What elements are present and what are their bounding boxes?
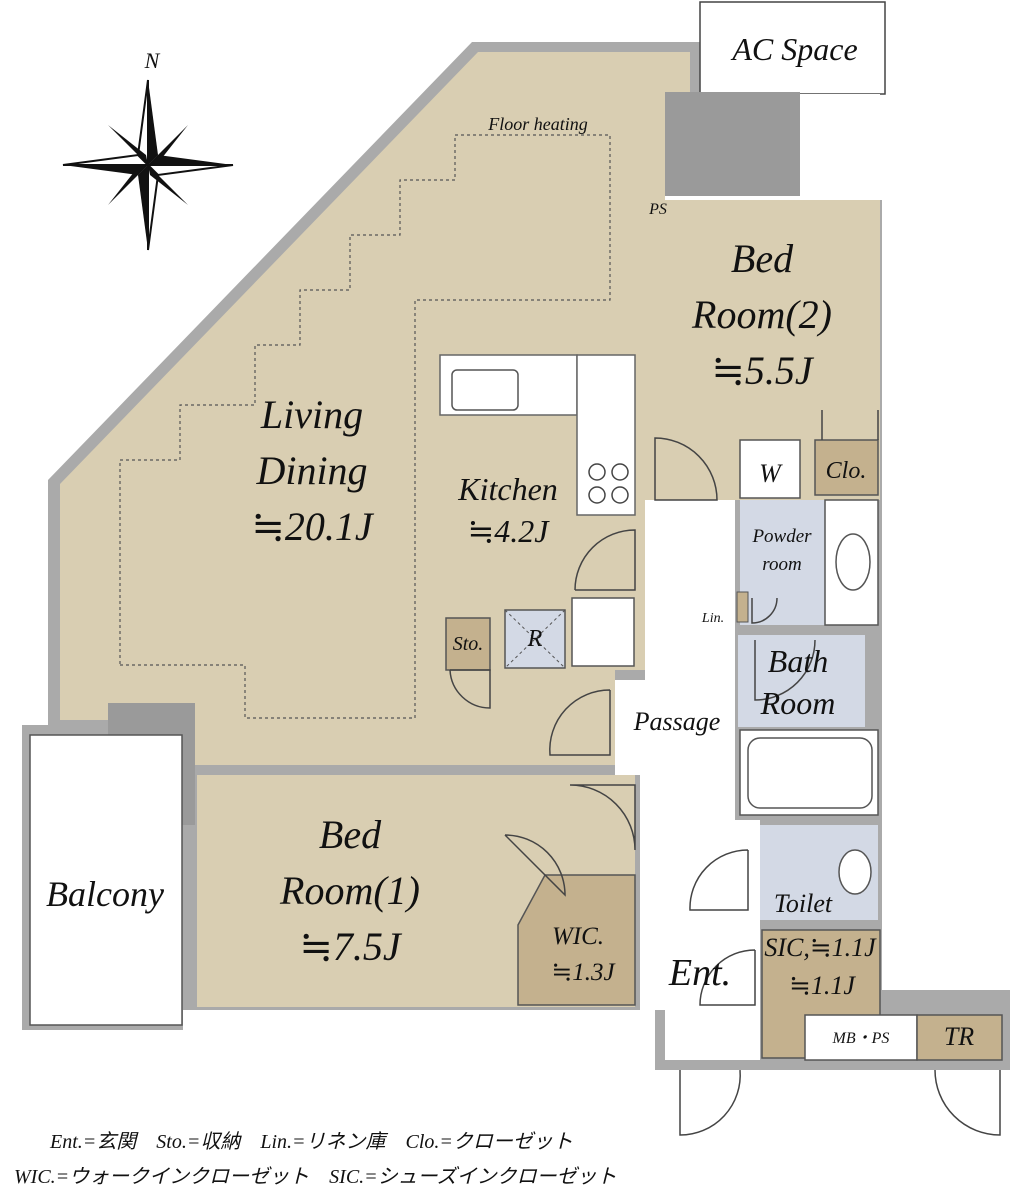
clo-box — [814, 439, 879, 496]
entrance-door — [934, 1069, 1001, 1136]
vanity — [824, 499, 879, 626]
legend-line-2: WIC.=ウォークインクローゼット SIC.=シューズインクローゼット — [14, 1166, 617, 1188]
bathroom-floor — [738, 635, 865, 727]
linen-box — [736, 591, 749, 623]
sic-label: SIC,≒1.1J — [764, 933, 877, 962]
stove-burner — [611, 486, 629, 504]
ac-space-lower — [800, 94, 880, 194]
tr-box — [916, 1014, 1003, 1061]
toilet-label: Toilet — [774, 889, 833, 918]
toilet-bowl — [838, 849, 872, 895]
bathtub-inner — [747, 737, 873, 809]
stove-burner — [611, 463, 629, 481]
living-name: Living — [260, 392, 363, 437]
door-swing — [574, 529, 636, 591]
entrance-label: Ent. — [668, 952, 731, 994]
door-swing — [699, 949, 756, 1006]
kitchen-name: Kitchen — [457, 471, 558, 507]
fridge-diagonal — [504, 609, 566, 669]
door-swing — [821, 410, 879, 440]
basin — [835, 533, 871, 591]
legend-line-1: Ent.=玄関 Sto.=収納 Lin.=リネン庫 Clo.=クローゼット — [50, 1131, 573, 1153]
balcony-label: Balcony — [46, 874, 164, 914]
mbps-label: MB・PS — [832, 1030, 890, 1047]
entrance-door — [679, 1069, 741, 1136]
wic-area: ≒1.3J — [551, 959, 616, 986]
linen-label: Lin. — [701, 611, 724, 626]
living-dining-floor — [60, 52, 690, 765]
wic-label: WIC. — [552, 923, 604, 950]
kitchen-counter-side — [576, 354, 636, 516]
wic-box — [517, 874, 636, 1006]
ac-space-label: AC Space — [730, 31, 857, 67]
ps-label: PS — [648, 201, 667, 218]
living-area: ≒20.1J — [251, 504, 375, 549]
compass: N — [62, 48, 234, 251]
tr-label: TR — [944, 1022, 974, 1051]
door-swing — [549, 689, 611, 756]
door-swing — [449, 669, 491, 709]
washer-area — [739, 439, 801, 499]
bedroom2-area: ≒5.5J — [711, 348, 815, 393]
bedroom1-name: Room(1) — [279, 868, 420, 913]
door-swing — [504, 834, 566, 897]
door-swing — [689, 849, 749, 911]
bathroom-name: Room — [760, 685, 836, 721]
stove-burner — [588, 463, 606, 481]
washer-label: W — [759, 459, 783, 488]
bedroom2-name: Bed — [731, 236, 794, 281]
powder-room-label: Powder — [751, 526, 812, 547]
floor-heating-label: Floor heating — [487, 114, 588, 134]
door-swing — [751, 597, 778, 624]
door-swing — [754, 639, 816, 701]
door-swing — [569, 784, 636, 851]
fridge-diagonal — [504, 609, 566, 669]
sink — [451, 369, 519, 411]
passage-label: Passage — [633, 707, 721, 736]
floor-heating-outline — [119, 134, 611, 719]
stove-burner — [588, 486, 606, 504]
door-swing — [654, 437, 718, 501]
pantry-box — [571, 597, 635, 667]
passage-floor — [615, 500, 760, 1060]
balcony-area — [29, 734, 183, 1026]
sto-label: Sto. — [453, 633, 484, 655]
living-name: Dining — [255, 448, 367, 493]
bathroom-name: Bath — [768, 643, 828, 679]
powder-room-label: room — [762, 554, 801, 575]
mbps-box — [804, 1014, 918, 1061]
bedroom1-area: ≒7.5J — [299, 924, 403, 969]
sic-area: ≒1.1J — [789, 971, 856, 1000]
powder-room-floor — [740, 500, 825, 625]
bedroom2-name: Room(2) — [691, 292, 832, 337]
clo-label: Clo. — [826, 458, 867, 484]
column-top — [665, 92, 800, 196]
kitchen-area: ≒4.2J — [467, 513, 550, 549]
compass-north-label: N — [144, 48, 161, 73]
fridge-label: R — [527, 626, 543, 652]
bedroom1-name: Bed — [319, 812, 382, 857]
